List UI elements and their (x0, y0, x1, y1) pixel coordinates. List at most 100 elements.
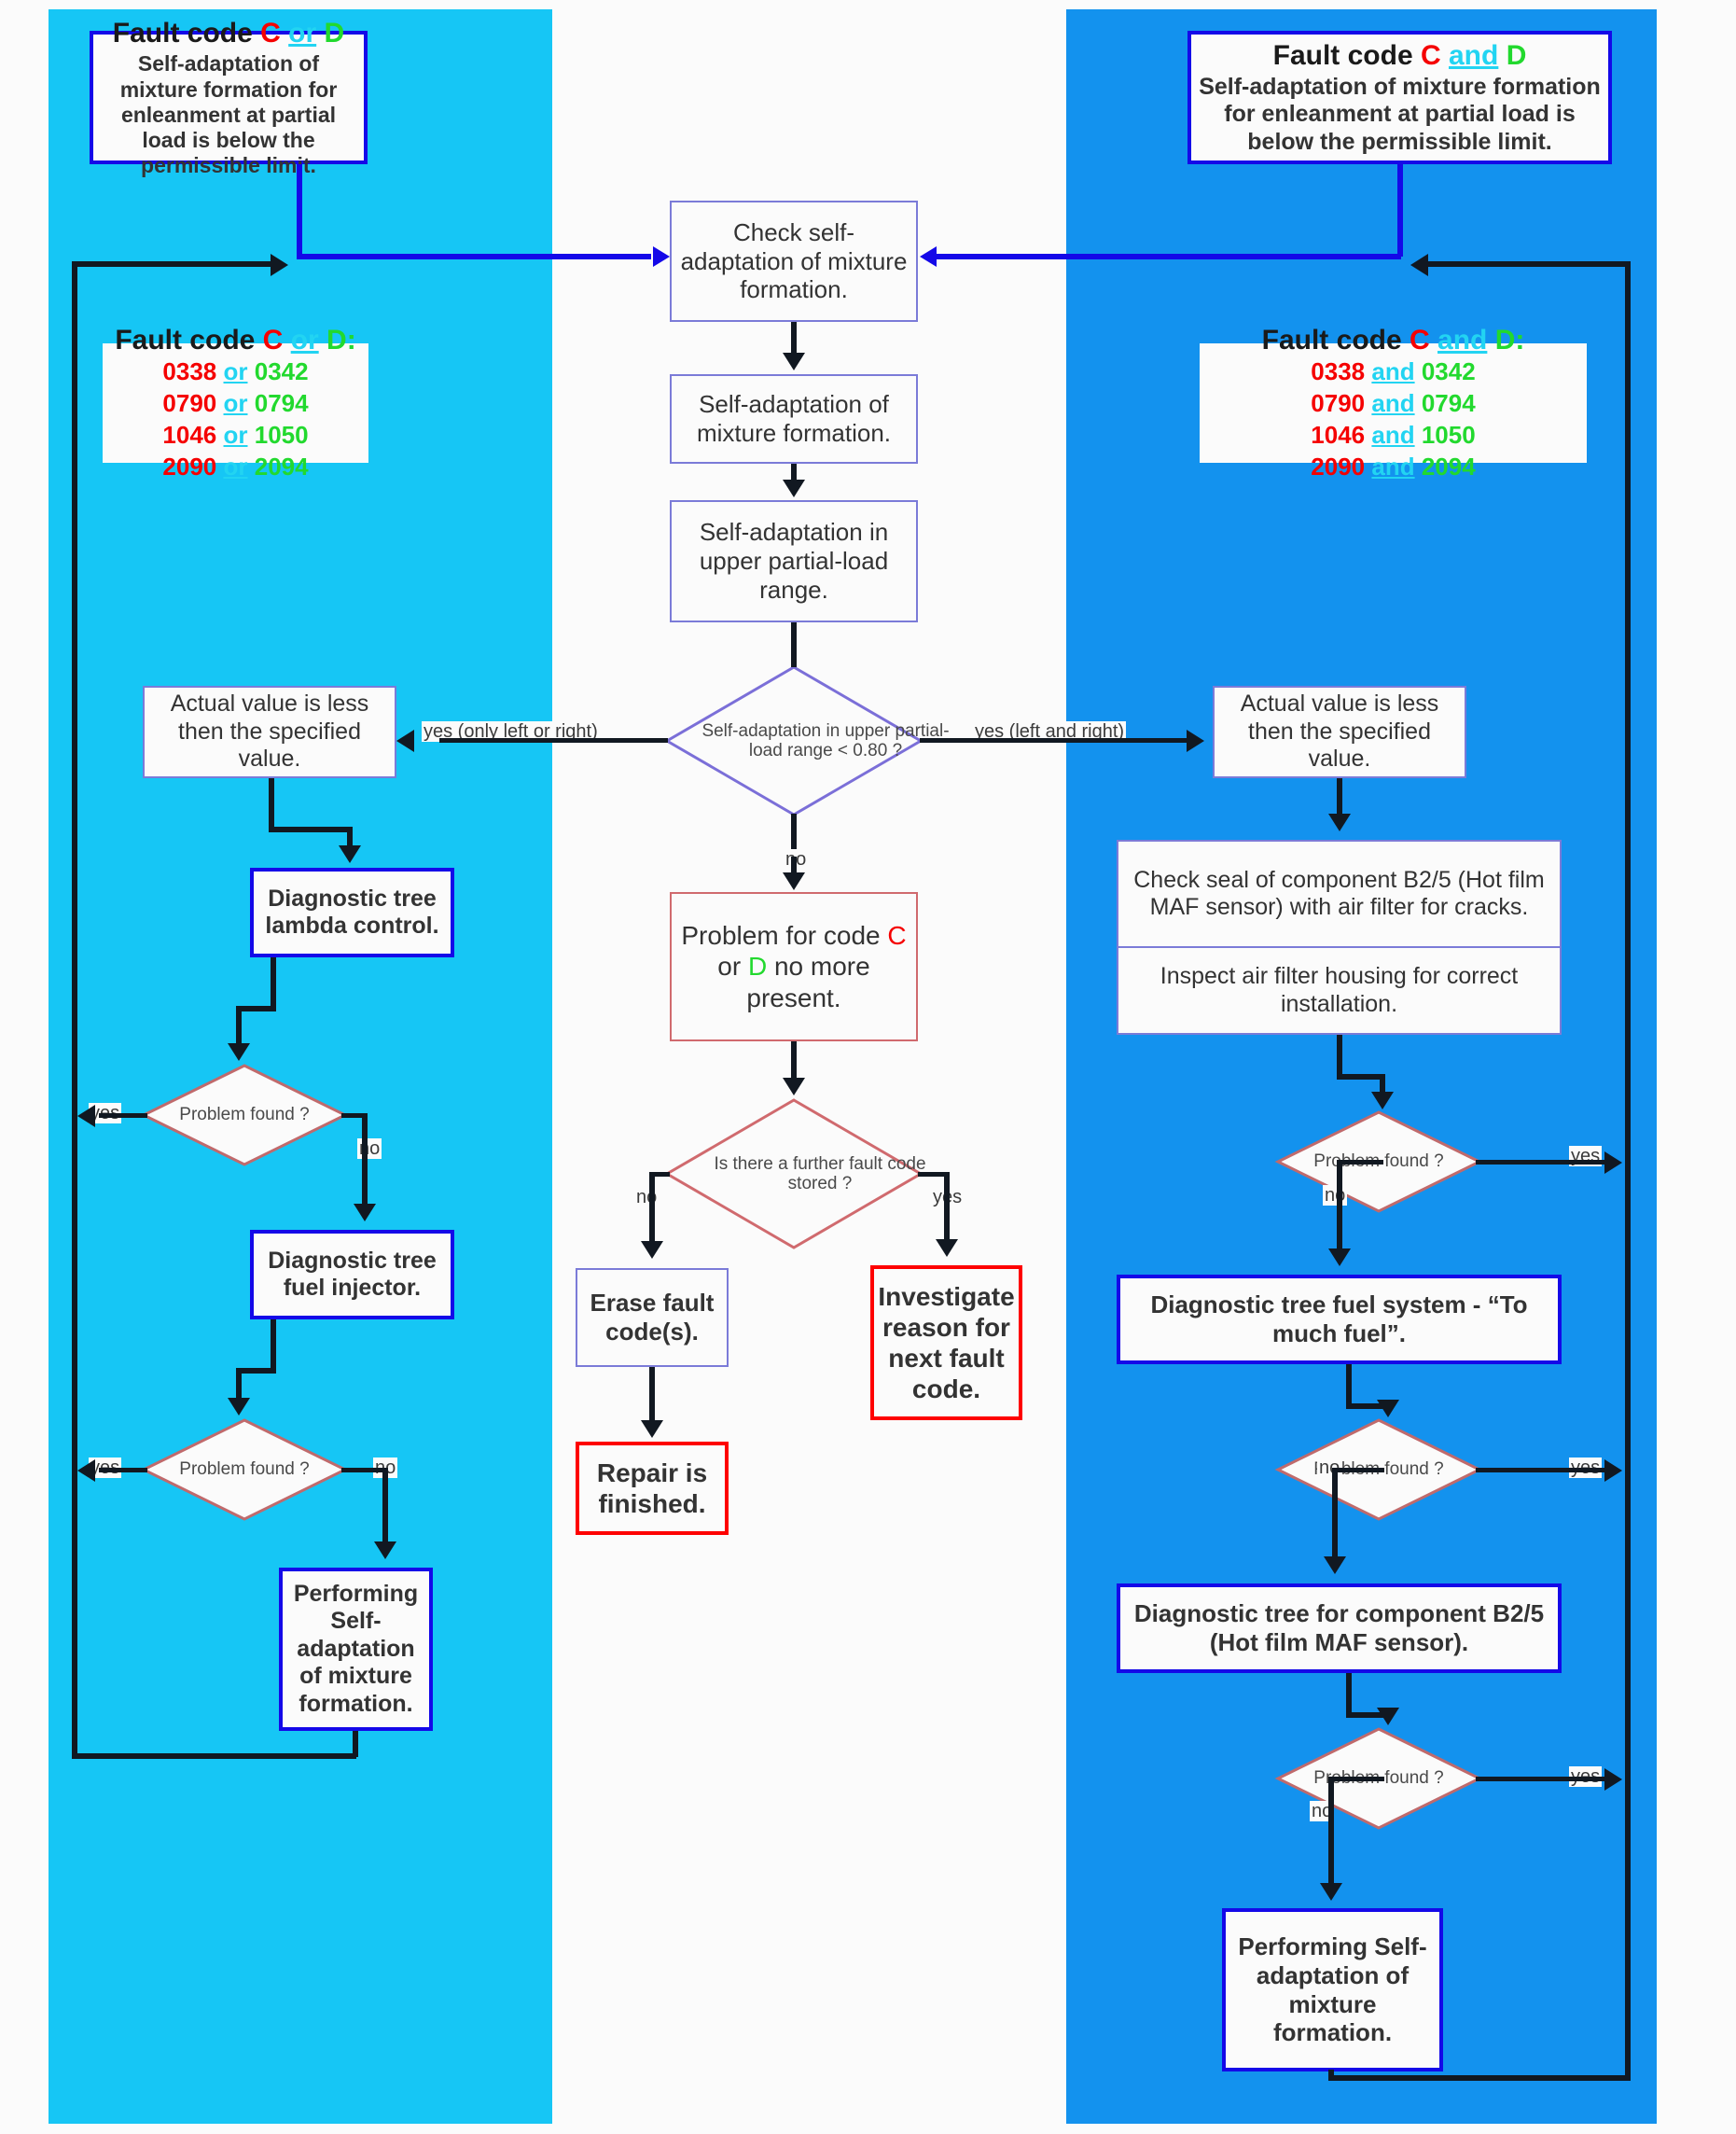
arrow-left-into-lambda (339, 845, 361, 863)
right-inspect-housing-box: Inspect air filter housing for correct i… (1117, 948, 1562, 1035)
left-codes-box: Fault code C or D: 0338 or 0342 0790 or … (103, 325, 368, 481)
left-codes-list: 0338 or 0342 0790 or 0794 1046 or 1050 2… (108, 356, 363, 482)
branch-left-pre: yes (only left (424, 721, 534, 742)
code-left: 2090 (162, 452, 217, 481)
left-injector-tree-box: Diagnostic tree fuel injector. (250, 1230, 454, 1319)
code-d-letter: D (324, 18, 345, 49)
connector-right-housing-to-d1-h (1337, 1074, 1385, 1080)
arrow-further-no (641, 1241, 663, 1259)
arrow-right-d2-yes (1604, 1459, 1622, 1482)
diamond-shape (140, 1418, 349, 1521)
arrow-check-to-selfadapt (783, 353, 805, 370)
problem-gone-post: no more present. (746, 952, 870, 1012)
code-left: 0790 (162, 388, 217, 417)
center-upper-range-box: Self-adaptation in upper partial-load ra… (670, 500, 918, 622)
code-left: 1046 (1311, 420, 1366, 449)
center-problem-gone-box: Problem for code C or D no more present. (670, 892, 918, 1041)
connector-problem-gone-to-further (791, 1041, 797, 1081)
left-header-prefix: Fault code (112, 18, 261, 49)
connector-right-actual-to-seal (1337, 778, 1342, 816)
connector-right-return-top (1427, 261, 1631, 267)
left-codes-c: C (262, 324, 284, 356)
connector-left-d2-drop (236, 1368, 242, 1402)
center-further-code-decision: Is there a further fault code stored ? (664, 1097, 926, 1250)
center-upper-range-text: Self-adaptation in upper partial-load ra… (699, 518, 889, 604)
connector-decision-down (791, 814, 797, 849)
code-op: and (1371, 357, 1415, 386)
right-codes-title-prefix: Fault code (1261, 324, 1410, 356)
center-self-adapt-text: Self-adaptation of mixture formation. (696, 390, 892, 447)
right-fuel-system-tree-box: Diagnostic tree fuel system - “To much f… (1117, 1275, 1562, 1364)
connector-left-d1-no-v (362, 1113, 368, 1206)
connector-left-injector-to-d2 (271, 1319, 276, 1374)
code-right: 2094 (1421, 452, 1476, 481)
connector-left-lambda-to-d1 (271, 957, 276, 1011)
connector-right-d1-drop (1380, 1074, 1385, 1095)
arrow-right-into-d3 (1377, 1708, 1399, 1725)
connector-left-actual-to-lambda-h (269, 827, 353, 832)
branch-right-pre: yes (left (975, 721, 1046, 742)
code-op: and (1371, 452, 1415, 481)
arrow-decision-right-branch (1187, 730, 1204, 752)
connector-right-d1-no-h (1337, 1160, 1383, 1165)
left-header-operator: or (288, 18, 317, 49)
right-performing-box: Performing Self-adaptation of mixture fo… (1222, 1908, 1443, 2071)
code-right: 0794 (1421, 388, 1476, 417)
connector-left-return-vert (72, 261, 77, 1759)
left-decision-2-text: Problem found ? (179, 1459, 310, 1480)
problem-gone-pre: Problem for code (681, 921, 888, 951)
connector-left-d1-drop (236, 1006, 242, 1045)
center-problem-gone-text: Problem for code C or D no more present. (672, 918, 916, 1014)
center-branch-left-label: yes (only left or right) (422, 721, 600, 742)
arrow-decision-left-branch (396, 730, 414, 752)
connector-right-d1-yes (1476, 1160, 1606, 1165)
left-actual-value-text: Actual value is less then the specified … (170, 690, 369, 773)
center-decision-threshold: Self-adaptation in upper partial-load ra… (664, 664, 950, 817)
arrow-left-d2-yes (77, 1459, 95, 1482)
center-erase-box: Erase fault code(s). (576, 1268, 729, 1367)
arrow-no-to-problem-gone (783, 872, 805, 890)
arrow-right-into-d2 (1377, 1400, 1399, 1417)
left-code-row: 0338 or 0342 (108, 356, 363, 388)
arrow-further-yes (936, 1239, 958, 1257)
connector-left-injector-to-d2-h (236, 1368, 276, 1374)
left-code-row: 1046 or 1050 (108, 420, 363, 452)
connector-further-no-horiz (649, 1172, 670, 1177)
left-codes-d: D: (326, 324, 356, 356)
connector-left-lambda-drop (347, 827, 353, 847)
right-fuel-system-tree-text: Diagnostic tree fuel system - “To much f… (1150, 1290, 1528, 1347)
left-lambda-tree-box: Diagnostic tree lambda control. (250, 868, 454, 957)
left-performing-text: Performing Self-adaptation of mixture fo… (293, 1580, 419, 1717)
connector-right-d3-no-h (1328, 1777, 1384, 1781)
code-left: 0338 (1311, 357, 1366, 386)
left-header-title: Fault code C or D (99, 17, 358, 49)
code-op: or (223, 357, 248, 386)
arrow-problem-gone-to-further (783, 1078, 805, 1095)
right-check-seal-box: Check seal of component B2/5 (Hot film M… (1117, 840, 1562, 948)
code-op: or (223, 452, 248, 481)
right-decision-3-no: no (1310, 1801, 1335, 1821)
connector-right-d1-no-v (1337, 1160, 1342, 1251)
connector-decision-left-branch (439, 738, 668, 743)
connector-decision-right-branch (920, 738, 1190, 743)
connector-left-d2-no-v (382, 1468, 388, 1544)
connector-left-d1-no-h (341, 1113, 368, 1118)
right-codes-d: D: (1494, 324, 1525, 356)
connector-spine-right (937, 254, 1401, 259)
right-codes-c: C (1410, 324, 1430, 356)
connector-selfadapt-to-upper (791, 464, 797, 482)
code-left: 1046 (162, 420, 217, 449)
code-op: and (1371, 388, 1415, 417)
connector-left-performing-down (353, 1731, 358, 1757)
right-inspect-housing-text: Inspect air filter housing for correct i… (1160, 963, 1519, 1017)
code-right: 2094 (254, 452, 309, 481)
connector-right-maf-to-d3-v (1346, 1673, 1352, 1718)
left-header-body: Self-adaptation of mixture formation for… (119, 51, 338, 177)
connector-right-d2-no-h (1332, 1468, 1384, 1472)
right-code-row: 1046 and 1050 (1205, 420, 1581, 452)
arrow-into-center-right (920, 246, 937, 267)
arrow-into-center-left (653, 246, 670, 267)
connector-further-yes-horiz (918, 1172, 944, 1177)
center-investigate-box: Investigate reason for next fault code. (870, 1265, 1022, 1420)
connector-right-fuel-to-d2-h (1346, 1403, 1391, 1409)
